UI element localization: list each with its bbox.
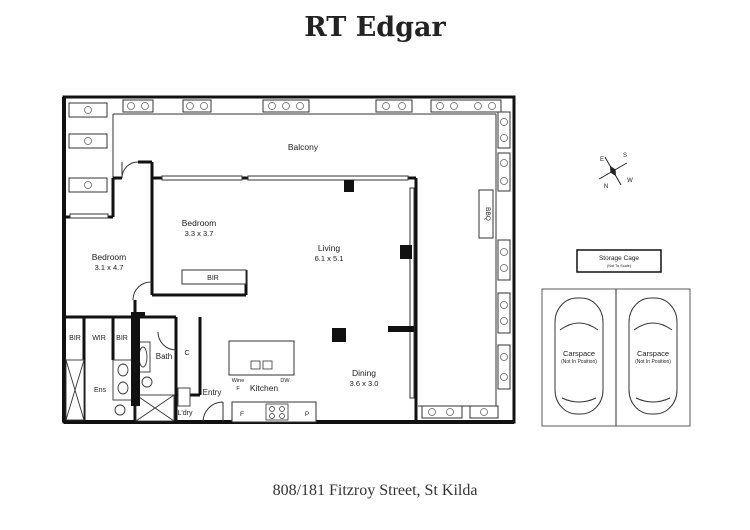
bir-right-label: BIR bbox=[116, 335, 128, 342]
windows bbox=[69, 175, 415, 399]
living-size: 6.1 x 5.1 bbox=[315, 254, 344, 263]
property-address: 808/181 Fitzroy Street, St Kilda bbox=[272, 482, 478, 499]
bedroom1-size: 3.1 x 4.7 bbox=[95, 263, 124, 272]
bir-left-label: BIR bbox=[69, 335, 81, 342]
bir-bedroom2-label: BIR bbox=[207, 275, 219, 282]
bedroom2-size: 3.3 x 3.7 bbox=[185, 229, 214, 238]
carspace2-name: Carspace bbox=[637, 349, 669, 358]
dining-size: 3.6 x 3.0 bbox=[350, 379, 379, 388]
planter-dots bbox=[84, 102, 508, 416]
doors bbox=[121, 161, 224, 423]
compass-e: E bbox=[600, 157, 604, 163]
compass-s: S bbox=[623, 153, 627, 159]
bath-label: Bath bbox=[156, 352, 172, 361]
wall-stub bbox=[131, 318, 140, 406]
carspace2-note: (Not In Position) bbox=[635, 359, 671, 365]
fridge-label: F bbox=[240, 411, 244, 418]
kitchen-label: Kitchen bbox=[250, 383, 279, 393]
columns bbox=[332, 180, 414, 342]
bbq-unit bbox=[478, 189, 494, 239]
cupboard-label: C bbox=[184, 350, 189, 357]
compass-n: N bbox=[604, 184, 608, 190]
ens-label: Ens bbox=[94, 387, 107, 394]
carspace1-name: Carspace bbox=[563, 349, 595, 358]
cooktop bbox=[265, 403, 289, 421]
storage-note: (Not To Scale) bbox=[607, 264, 632, 268]
carspace1-note: (Not In Position) bbox=[561, 359, 597, 365]
bedroom2-name: Bedroom bbox=[182, 218, 217, 228]
bedroom1-name: Bedroom bbox=[92, 252, 127, 262]
brand-logo: RT Edgar bbox=[304, 12, 446, 43]
entry-label: Entry bbox=[203, 388, 222, 397]
living-name: Living bbox=[318, 243, 340, 253]
storage-cage bbox=[576, 249, 662, 273]
dining-name: Dining bbox=[352, 368, 376, 378]
pantry-label: P bbox=[305, 411, 309, 418]
balcony-label: Balcony bbox=[288, 142, 319, 152]
carspaces bbox=[541, 288, 691, 427]
laundry-label: L'dry bbox=[178, 410, 193, 417]
compass-w: W bbox=[627, 178, 633, 184]
kitchen-island bbox=[228, 340, 295, 376]
wine-fridge-label: F bbox=[236, 386, 240, 392]
bir-bedroom2 bbox=[181, 269, 247, 285]
compass-icon bbox=[598, 156, 628, 186]
balcony-edge bbox=[112, 113, 497, 407]
bbq-label: BBQ bbox=[484, 207, 491, 221]
wine-label: Wine bbox=[232, 378, 245, 384]
wir-label: WIR bbox=[92, 335, 106, 342]
dishwasher-label: DW bbox=[280, 378, 290, 384]
storage-title: Storage Cage bbox=[599, 255, 639, 262]
kitchen-bench bbox=[231, 401, 317, 423]
